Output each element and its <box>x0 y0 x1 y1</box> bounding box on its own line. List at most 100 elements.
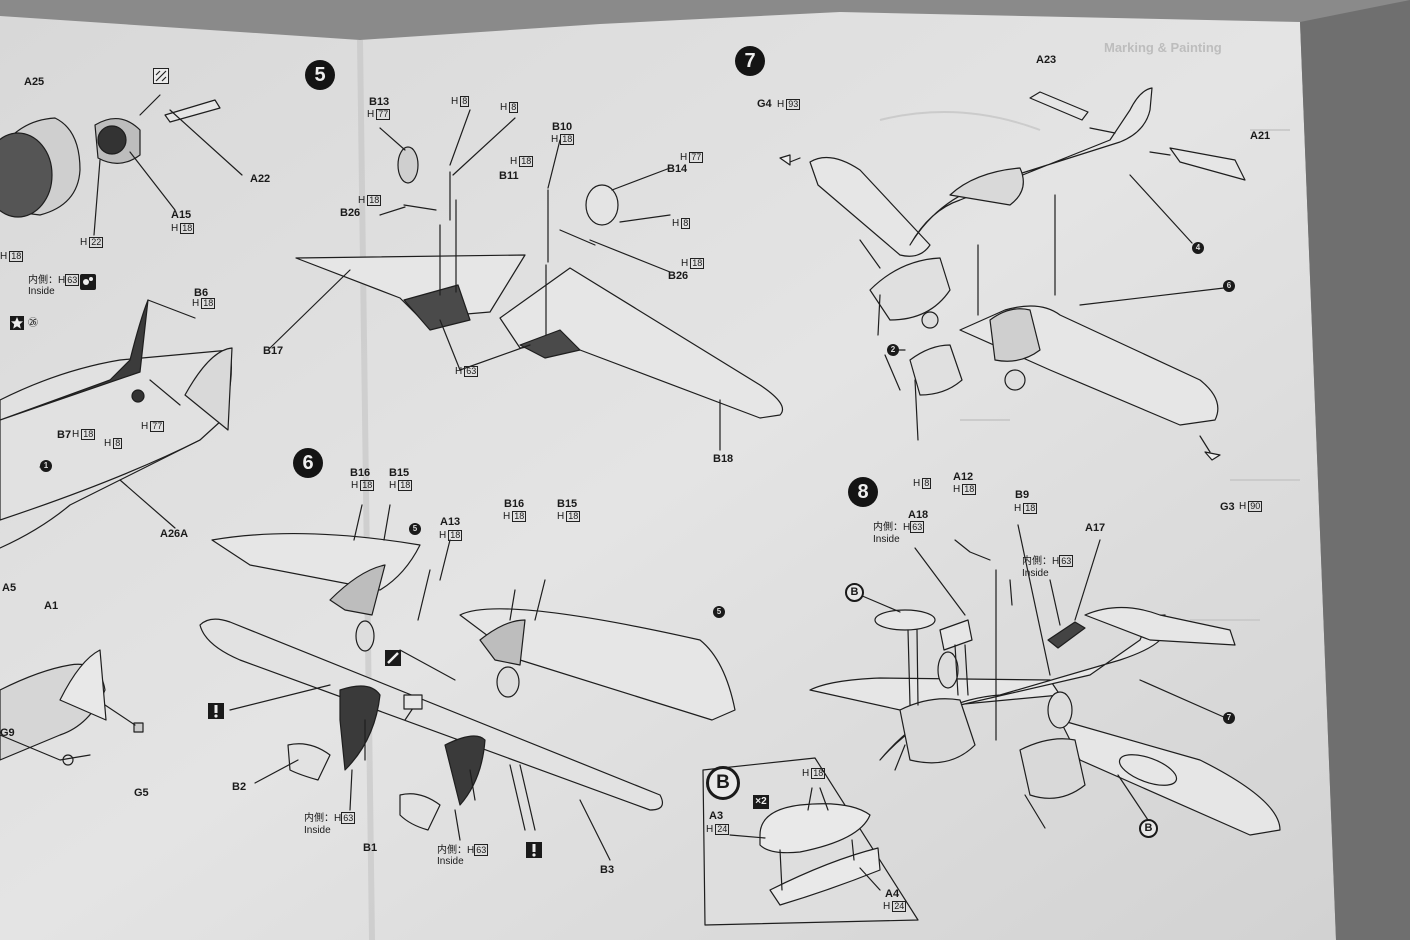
part-label: A12 <box>953 471 974 483</box>
inside-label: Inside <box>1022 568 1049 579</box>
inside-label: Inside <box>28 286 55 297</box>
part-label: B3 <box>600 864 615 876</box>
quantity-multiplier: ×2 <box>753 795 769 809</box>
step-6-number: 6 <box>293 448 323 478</box>
star-decal-icon <box>10 316 24 330</box>
step-8-number: 8 <box>848 477 878 507</box>
part-label: A5 <box>2 582 17 594</box>
part-label: B16 <box>504 498 525 510</box>
part-label: B11 <box>499 170 519 182</box>
inside-label: Inside <box>873 534 900 545</box>
decal-number: ㉖ <box>28 318 38 329</box>
part-label: G9 <box>0 727 15 739</box>
part-label: A23 <box>1036 54 1057 66</box>
inside-label: Inside <box>304 825 331 836</box>
part-label: B17 <box>263 345 284 357</box>
decal-icon <box>80 274 96 290</box>
part-label: B1 <box>363 842 378 854</box>
subassembly-b-marker: B <box>1139 819 1158 838</box>
part-label: B10 <box>552 121 573 133</box>
part-label: A3 <box>709 810 724 822</box>
callout-step-4: 4 <box>1192 242 1204 254</box>
part-label: B26 <box>668 270 689 282</box>
part-label: B15 <box>557 498 578 510</box>
part-label: A22 <box>250 173 271 185</box>
callout-step-2: 2 <box>887 344 899 356</box>
callout-step-6: 6 <box>1223 280 1235 292</box>
subassembly-b-marker: B <box>845 583 864 602</box>
part-label: A18 <box>908 509 929 521</box>
drill-hole-icon <box>208 703 224 719</box>
part-label: B13 <box>369 96 390 108</box>
part-label: B9 <box>1015 489 1030 501</box>
part-label: A21 <box>1250 130 1271 142</box>
callout-step-5: 5 <box>409 523 421 535</box>
hatch-paint-icon <box>153 68 169 84</box>
callout-step-5: 5 <box>713 606 725 618</box>
part-label: B26 <box>340 207 361 219</box>
part-label: B18 <box>713 453 734 465</box>
step-5-number: 5 <box>305 60 335 90</box>
insert-b-title: B <box>706 766 740 800</box>
callout-step-1: 1 <box>40 460 52 472</box>
callout-step-7: 7 <box>1223 712 1235 724</box>
drill-hole-icon <box>526 842 542 858</box>
part-label: G5 <box>134 787 149 799</box>
part-label: B16 <box>350 467 371 479</box>
part-label: A13 <box>440 516 461 528</box>
cement-icon <box>385 650 401 666</box>
step-7-number: 7 <box>735 46 765 76</box>
part-label: A15 <box>171 209 192 221</box>
part-label: A17 <box>1085 522 1106 534</box>
part-label: B15 <box>389 467 410 479</box>
part-label: B14 <box>667 163 688 175</box>
part-label: B7 <box>57 429 72 441</box>
part-label: B6 <box>194 287 209 299</box>
part-label: A26A <box>160 528 189 540</box>
part-label: A4 <box>885 888 900 900</box>
part-label: B2 <box>232 781 247 793</box>
faint-header-text: Marking & Painting <box>1104 40 1222 55</box>
part-label: A1 <box>44 600 59 612</box>
inside-label: Inside <box>437 856 464 867</box>
part-label: A25 <box>24 76 45 88</box>
part-label: G4 <box>757 98 772 110</box>
